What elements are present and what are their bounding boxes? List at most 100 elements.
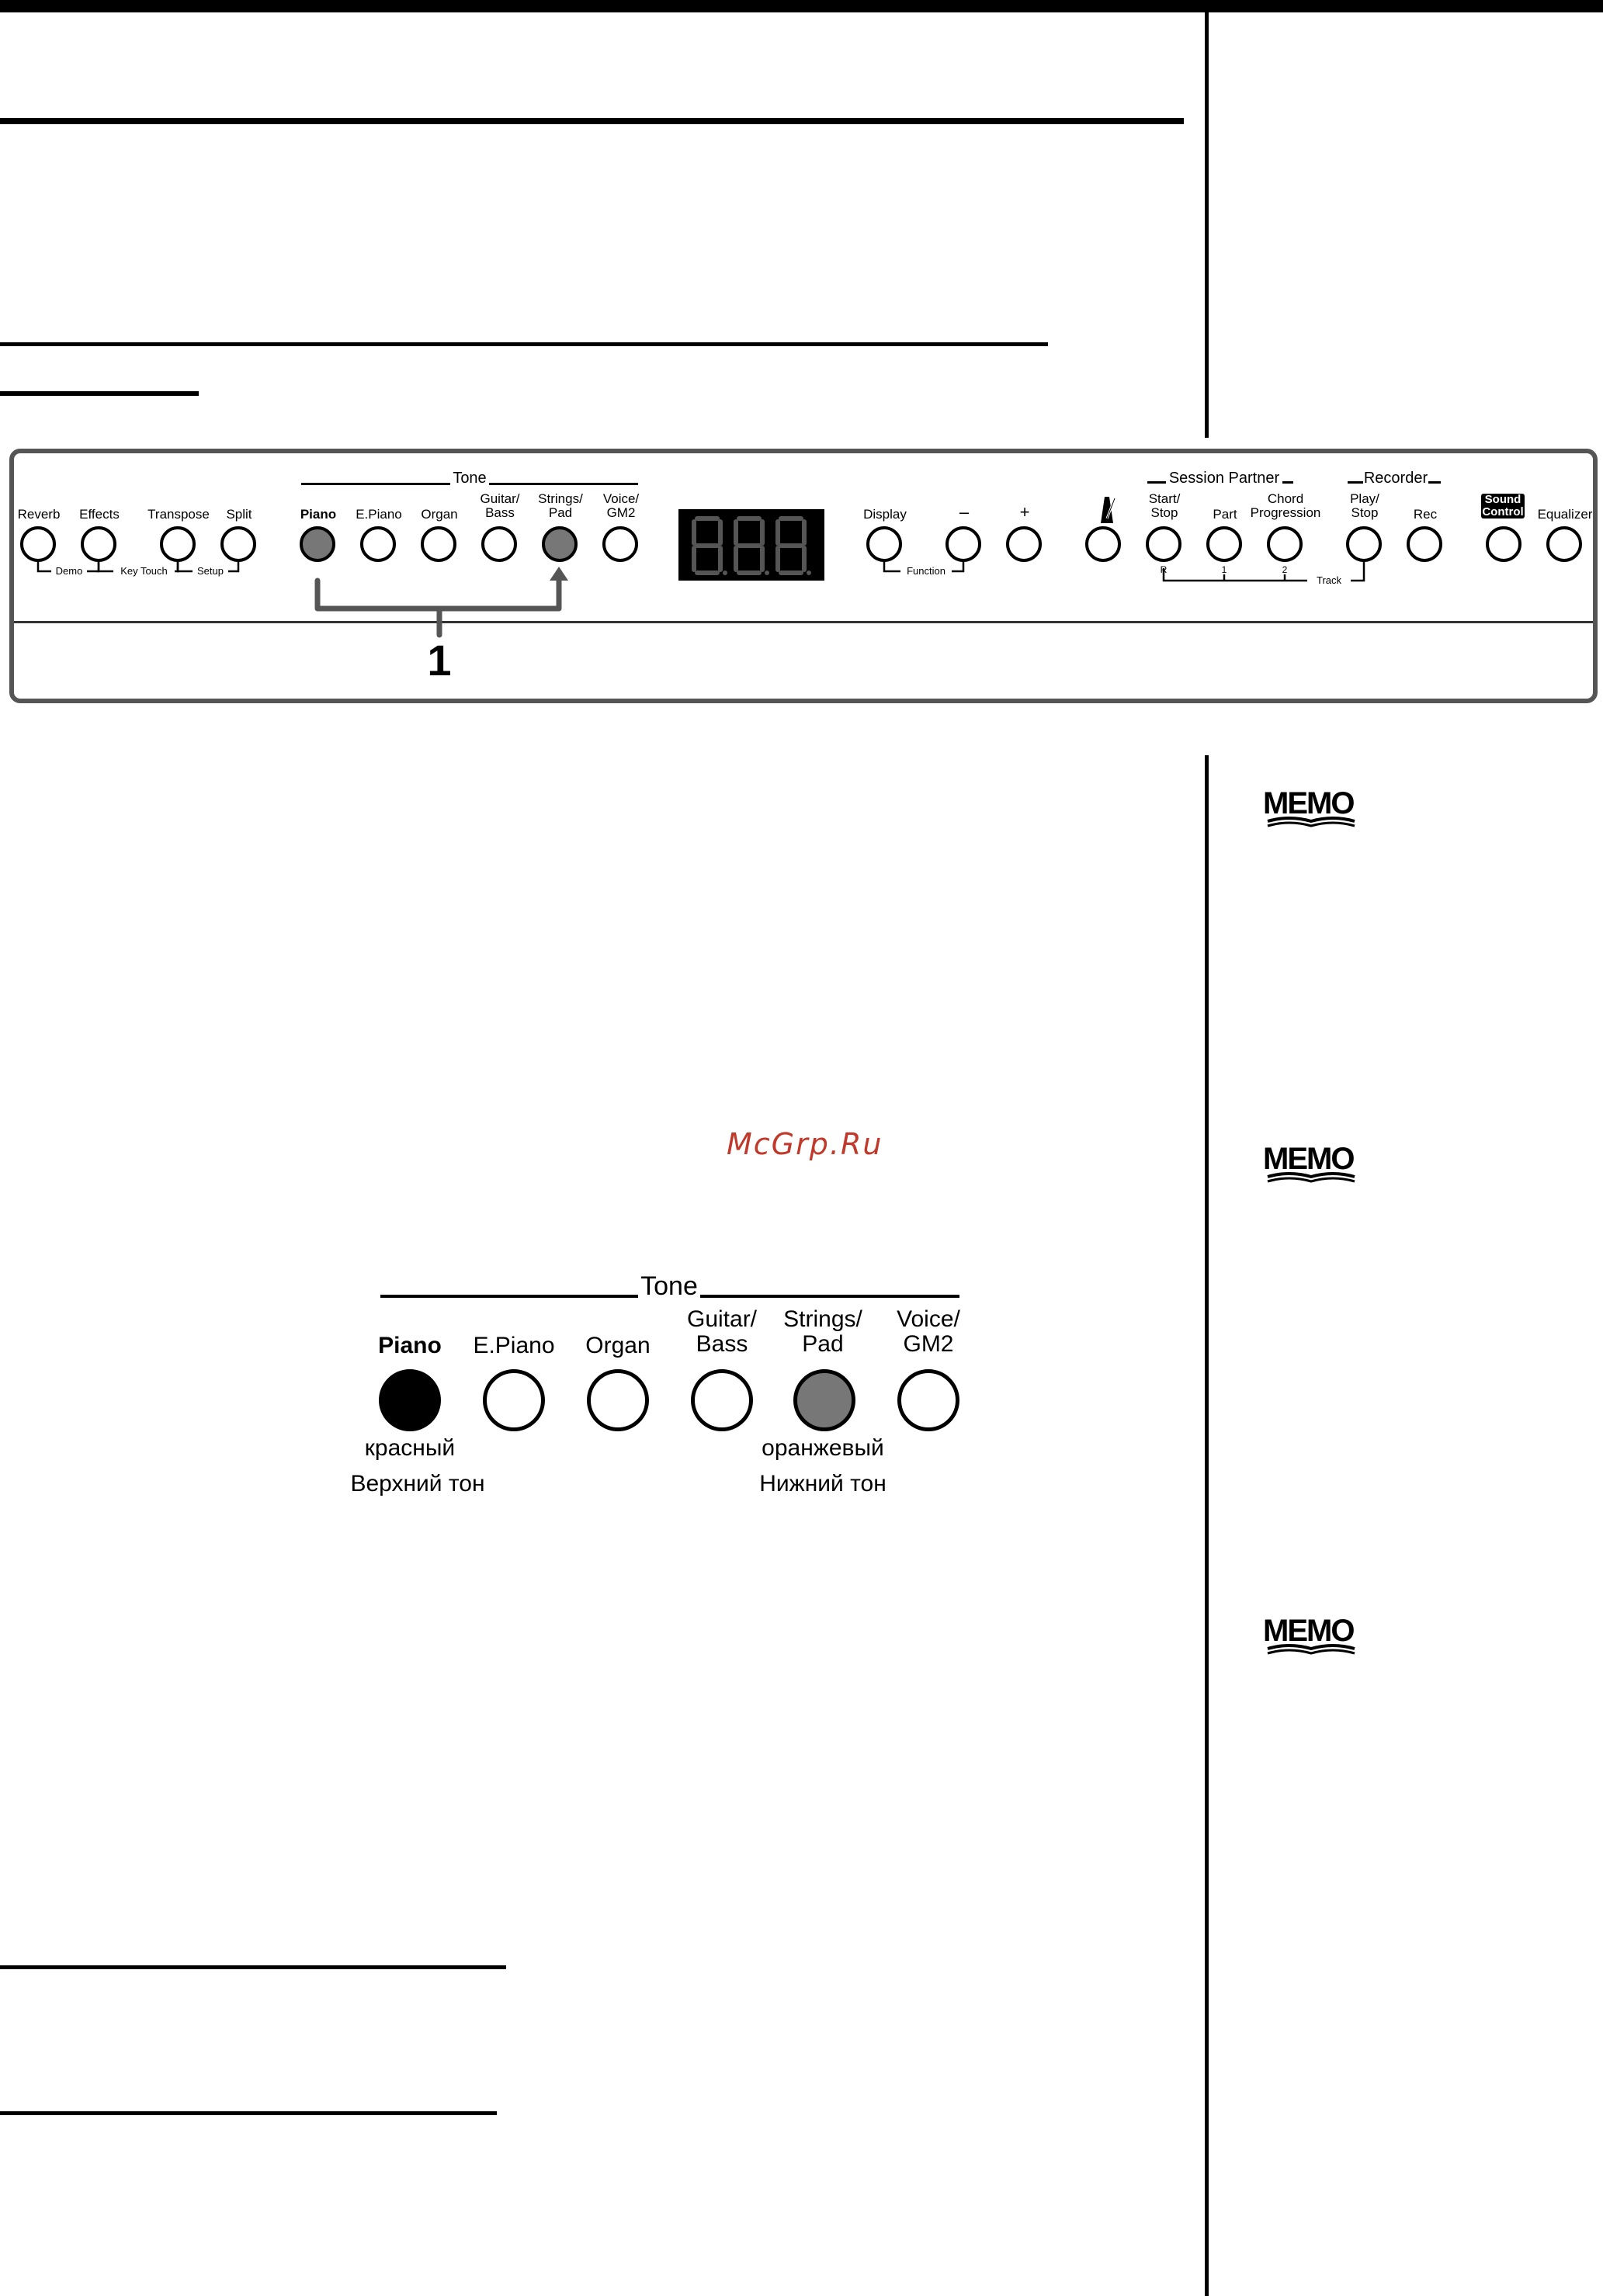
watermark: McGrp.Ru	[727, 1127, 883, 1161]
sound-control-label: Sound Control	[1481, 493, 1525, 519]
recorder-header-line-right	[1428, 481, 1441, 484]
plus-button[interactable]	[1006, 526, 1042, 562]
piano-button[interactable]	[300, 526, 335, 562]
piano-caption: Верхний тон	[350, 1471, 485, 1497]
tone-header-line-right	[489, 483, 638, 485]
track-bracket-label: Track	[1316, 574, 1342, 586]
tone-detail-line-right	[700, 1295, 959, 1298]
led-digits	[692, 516, 811, 575]
equalizer-button[interactable]	[1546, 526, 1582, 562]
display-button[interactable]	[866, 526, 902, 562]
step-1-bracket-arrow	[314, 567, 568, 638]
tone-detail-piano-label: Piano	[378, 1333, 442, 1358]
minus-button[interactable]	[945, 526, 981, 562]
track-2-label: 2	[1282, 564, 1288, 575]
plus-label: +	[1019, 502, 1030, 522]
chord-progression-button[interactable]	[1267, 526, 1303, 562]
tone-header: Tone	[453, 470, 487, 487]
rec-button[interactable]	[1407, 526, 1442, 562]
tone-detail-header: Tone	[640, 1271, 698, 1301]
tone-header-line-left	[301, 483, 450, 485]
organ-button[interactable]	[421, 526, 456, 562]
tone-detail-guitar-label: Guitar/ Bass	[686, 1306, 758, 1357]
session-header-line-left	[1147, 481, 1166, 484]
strings-led-color: оранжевый	[762, 1435, 884, 1461]
title-rule	[0, 118, 1184, 124]
reverb-button[interactable]	[20, 526, 56, 562]
effects-label: Effects	[79, 507, 120, 522]
tone-detail-organ-label: Organ	[585, 1333, 651, 1358]
tone-detail-voice-label: Voice/ GM2	[897, 1306, 960, 1357]
top-border	[0, 0, 1603, 12]
reverb-label: Reverb	[17, 507, 61, 522]
part-label: Part	[1213, 507, 1237, 522]
session-header-line-right	[1282, 481, 1293, 484]
metronome-icon	[1101, 497, 1116, 523]
rec-label: Rec	[1413, 507, 1438, 522]
step-1-callout: 1	[427, 636, 452, 685]
tone-detail-epiano-label: E.Piano	[473, 1333, 555, 1358]
voice-label: Voice/ GM2	[602, 491, 640, 520]
strings-pad-button[interactable]	[542, 526, 578, 562]
control-panel	[9, 449, 1598, 703]
section-rule	[0, 342, 1048, 346]
metronome-button[interactable]	[1085, 526, 1121, 562]
recorder-header-line-left	[1348, 481, 1363, 484]
strings-caption: Нижний тон	[759, 1471, 887, 1497]
tone-detail-line-left	[380, 1295, 638, 1298]
equalizer-label: Equalizer	[1537, 507, 1593, 522]
organ-label: Organ	[421, 507, 458, 522]
panel-divider	[14, 621, 1593, 623]
setup-bracket-label: Setup	[197, 565, 224, 577]
session-header: Session Partner	[1168, 470, 1280, 487]
memo-icon: MEMO	[1263, 1142, 1355, 1183]
transpose-label: Transpose	[147, 507, 210, 522]
memo-icon: MEMO	[1263, 1614, 1355, 1655]
tone-detail-strings-button[interactable]	[793, 1369, 855, 1431]
memo-icon: MEMO	[1263, 786, 1355, 827]
section-rule-short	[0, 391, 199, 396]
guitar-label: Guitar/ Bass	[480, 491, 520, 520]
epiano-label: E.Piano	[356, 507, 402, 522]
guitar-bass-button[interactable]	[481, 526, 517, 562]
minus-label: –	[959, 502, 970, 522]
play-stop-button[interactable]	[1346, 526, 1382, 562]
piano-label: Piano	[300, 507, 337, 522]
playstop-label: Play/ Stop	[1350, 491, 1379, 520]
track-r-label: R	[1160, 564, 1168, 575]
button-brackets	[36, 562, 1365, 582]
memo-text: MEMO	[1263, 786, 1354, 820]
start-stop-button[interactable]	[1146, 526, 1181, 562]
track-1-label: 1	[1221, 564, 1227, 575]
key-touch-bracket-label: Key Touch	[120, 565, 168, 577]
display-label: Display	[863, 507, 907, 522]
right-column-divider-bottom	[1205, 755, 1209, 2296]
split-label: Split	[226, 507, 252, 522]
right-column-divider-top	[1205, 12, 1209, 438]
tone-detail-piano-button[interactable]	[379, 1369, 441, 1431]
recorder-header: Recorder	[1363, 470, 1428, 487]
tone-detail-strings-label: Strings/ Pad	[783, 1306, 862, 1357]
function-bracket-label: Function	[907, 565, 945, 577]
chord-label: Chord Progression	[1250, 491, 1321, 520]
tone-detail-guitar-button[interactable]	[691, 1369, 753, 1431]
memo-text: MEMO	[1263, 1614, 1354, 1648]
subsection-rule-1	[0, 1965, 506, 1969]
effects-button[interactable]	[81, 526, 116, 562]
part-button[interactable]	[1206, 526, 1242, 562]
split-button[interactable]	[220, 526, 256, 562]
transpose-button[interactable]	[160, 526, 196, 562]
epiano-button[interactable]	[360, 526, 396, 562]
sound-control-button[interactable]	[1486, 526, 1521, 562]
piano-led-color: красный	[364, 1435, 456, 1461]
tone-detail-organ-button[interactable]	[587, 1369, 649, 1431]
startstop-label: Start/ Stop	[1148, 491, 1181, 520]
subsection-rule-2	[0, 2111, 497, 2115]
led-display	[678, 509, 824, 581]
memo-text: MEMO	[1263, 1142, 1354, 1176]
demo-bracket-label: Demo	[55, 565, 83, 577]
voice-gm2-button[interactable]	[602, 526, 638, 562]
tone-detail-epiano-button[interactable]	[483, 1369, 545, 1431]
tone-detail-voice-button[interactable]	[897, 1369, 959, 1431]
strings-label: Strings/ Pad	[538, 491, 583, 520]
